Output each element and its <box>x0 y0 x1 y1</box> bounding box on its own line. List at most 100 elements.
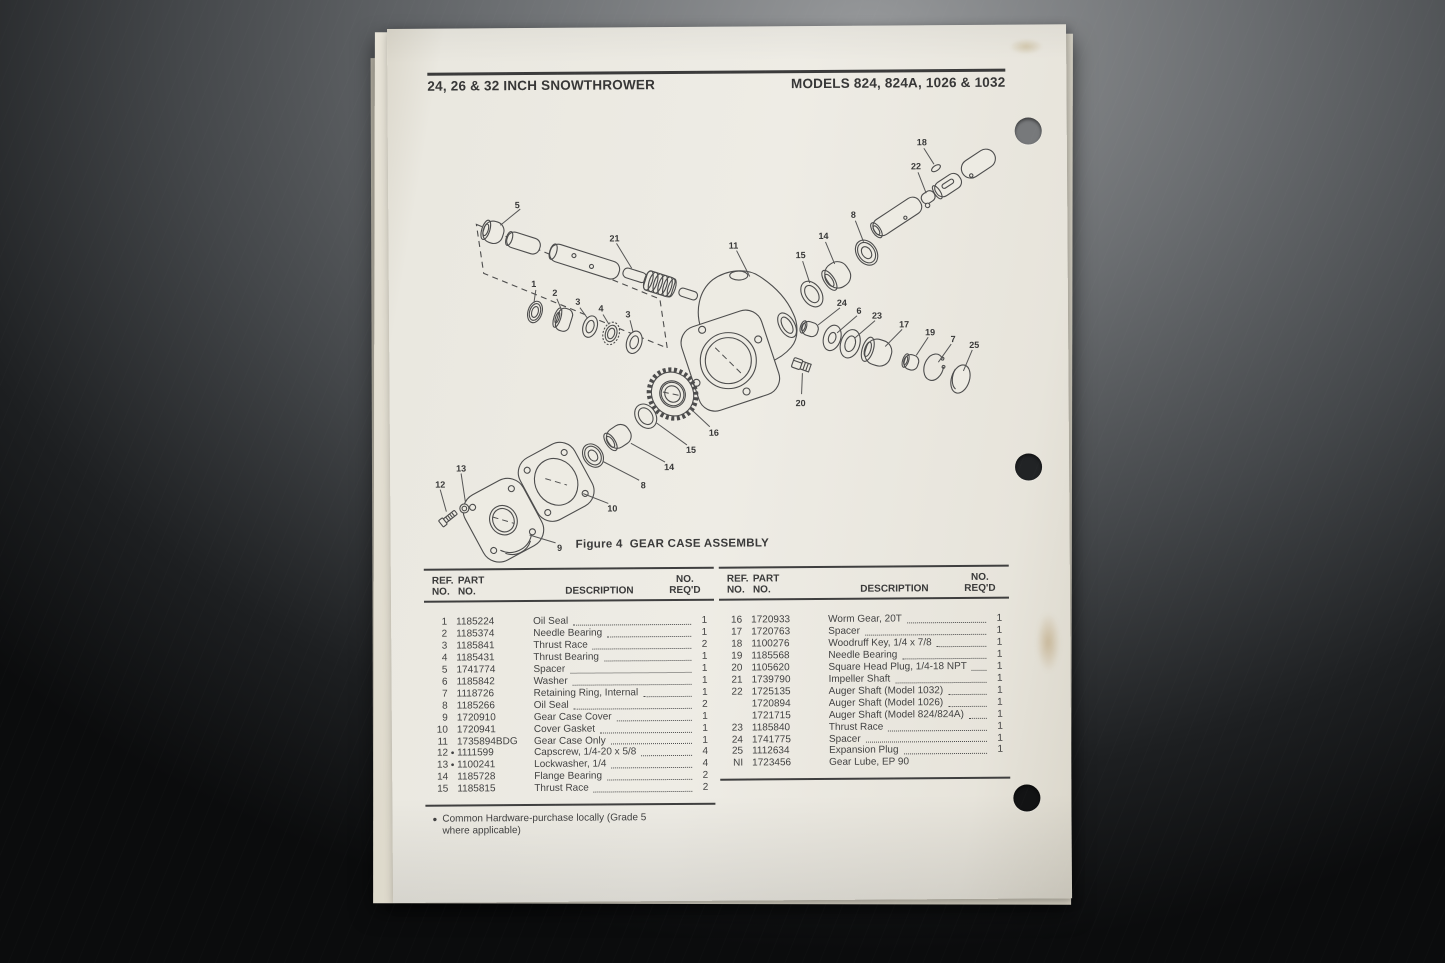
c-part: 1112634 <box>752 745 790 757</box>
footnote-line2: where applicable) <box>442 825 521 837</box>
c-qty: 1 <box>701 674 708 686</box>
col-req-line1: NO. <box>970 571 989 583</box>
callout-10: 10 <box>607 503 617 513</box>
leader-lines <box>439 147 973 544</box>
col-ref-header: REF.NO. <box>727 573 753 595</box>
c-ref: 18 <box>731 638 743 650</box>
c-ref: 9 <box>442 712 448 724</box>
c-qty: 1 <box>702 686 708 698</box>
col-part-line2: NO. <box>752 584 771 596</box>
c-part: 1720894 <box>751 697 791 710</box>
c-ref: 22 <box>731 686 743 698</box>
callout-3: 3 <box>575 297 580 307</box>
c-desc: Expansion Plug <box>829 744 899 757</box>
c-dot <box>742 662 751 674</box>
c-part: 1185815 <box>457 783 496 795</box>
c-desc: Woodruff Key, 1/4 x 7/8 <box>828 637 932 649</box>
c-ref: 14 <box>437 771 449 784</box>
c-fill <box>572 683 692 686</box>
c-part: 1105620 <box>751 662 790 674</box>
c-part: 1185374 <box>456 628 495 640</box>
part-cover-gasket-10 <box>517 441 595 522</box>
c-desc: Thrust Race <box>828 721 884 733</box>
c-dot <box>448 784 457 796</box>
part-thrust-race-23 <box>839 329 861 359</box>
c-ref <box>728 698 743 710</box>
c-dot <box>448 700 457 712</box>
c-fill <box>570 671 692 674</box>
part-spacer-24 <box>799 320 819 338</box>
c-ref <box>728 710 743 722</box>
c-dot <box>743 698 752 710</box>
part-auger-shaft-22 <box>870 148 996 239</box>
c-fill <box>641 755 693 757</box>
c-qty: 2 <box>702 770 709 782</box>
callout-16: 16 <box>709 428 719 438</box>
c-ref: 16 <box>730 614 743 626</box>
part-spacer-5 <box>480 219 505 245</box>
col-req-header: NO.REQ'D <box>957 572 1003 594</box>
callout-24: 24 <box>837 298 847 308</box>
c-ref: 12 <box>436 748 449 760</box>
part-capscrew-12 <box>438 510 458 528</box>
c-part: 1721715 <box>751 709 791 722</box>
c-qty: 4 <box>702 746 709 758</box>
exploded-diagram: 5211234311151482218246231719725201615148… <box>435 137 996 563</box>
c-dot <box>448 676 457 688</box>
part-retaining-ring-7 <box>923 353 946 381</box>
c-desc: Spacer <box>828 733 861 745</box>
col-part-line1: PART <box>752 573 780 585</box>
c-ref: 23 <box>731 722 743 734</box>
c-fill <box>593 791 693 793</box>
c-dot <box>448 772 457 784</box>
callout-7: 7 <box>951 334 956 344</box>
part-lockwasher-13 <box>459 503 470 514</box>
c-desc: Auger Shaft (Model 1032) <box>828 684 944 697</box>
c-fill <box>573 623 692 626</box>
callout-11: 11 <box>729 241 739 251</box>
c-part: 1739790 <box>751 673 791 686</box>
col-req-header: NO.REQ'D <box>662 574 708 596</box>
c-fill <box>936 645 987 648</box>
part-gear-case-cover-9 <box>462 477 545 563</box>
c-dot: ● <box>450 750 455 758</box>
c-desc: Washer <box>533 675 568 687</box>
c-ref: 10 <box>436 724 448 736</box>
c-dot <box>743 710 752 722</box>
c-ref: 5 <box>441 664 448 676</box>
part-thrust-race-3b <box>625 330 643 355</box>
c-dot <box>743 722 752 734</box>
c-part: 1185224 <box>456 616 495 628</box>
part-needle-bearing-19 <box>901 353 920 371</box>
c-ref: 19 <box>731 650 743 662</box>
c-qty: 1 <box>996 660 1003 672</box>
c-part: 1100276 <box>751 638 790 650</box>
footnote: ● Common Hardware-purchase locally (Grad… <box>425 812 715 838</box>
c-dot <box>448 736 457 748</box>
part-thrust-race-3 <box>582 315 599 338</box>
col-ref-line1: REF. <box>431 575 454 587</box>
col-ref-line2: NO. <box>726 584 745 596</box>
c-desc: Needle Bearing <box>533 627 603 639</box>
c-fill <box>604 659 692 662</box>
callout-12: 12 <box>435 480 445 490</box>
c-fill <box>616 719 692 721</box>
c-qty: 1 <box>701 626 708 638</box>
callout-5: 5 <box>515 200 520 210</box>
col-ref-header: REF.NO. <box>432 576 458 598</box>
c-part: 1111599 <box>457 747 494 760</box>
c-desc: Gear Case Cover <box>533 711 612 723</box>
c-part: 1720933 <box>751 614 791 626</box>
c-part: 1185841 <box>456 640 495 652</box>
c-fill <box>888 729 987 732</box>
callout-6: 6 <box>856 306 861 316</box>
c-fill <box>610 743 693 745</box>
c-qty: 1 <box>702 722 708 734</box>
callout-8: 8 <box>641 480 646 490</box>
